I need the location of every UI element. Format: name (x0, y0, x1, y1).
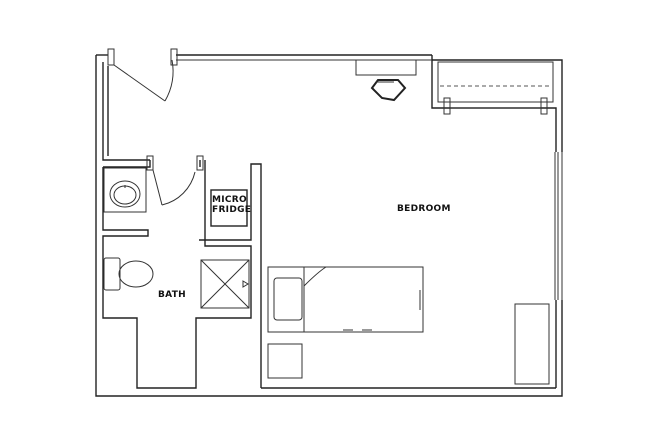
outer-walls (95, 54, 563, 397)
desk-icon (355, 59, 417, 76)
bedroom-label: BEDROOM (397, 204, 451, 214)
entry-door-swing-icon[interactable] (107, 48, 178, 102)
micro-fridge-box (210, 189, 248, 227)
sink-icon (103, 167, 147, 213)
micro-fridge-label-line2: FRIDGE (212, 205, 252, 215)
chair-icon (370, 79, 407, 102)
window-icon (554, 152, 563, 300)
dresser-icon (514, 303, 550, 385)
micro-fridge-label-line1: MICRO (212, 195, 247, 205)
bath-label: BATH (158, 290, 186, 300)
nightstand-icon (267, 343, 303, 379)
bath-walls (102, 62, 557, 389)
wardrobe-icon (437, 61, 554, 115)
toilet-icon (103, 257, 154, 291)
bed-icon (267, 266, 424, 333)
shower-icon (200, 259, 250, 309)
bath-door-swing-icon[interactable] (146, 155, 204, 206)
micro-fridge-label: MICRO FRIDGE (212, 195, 252, 215)
